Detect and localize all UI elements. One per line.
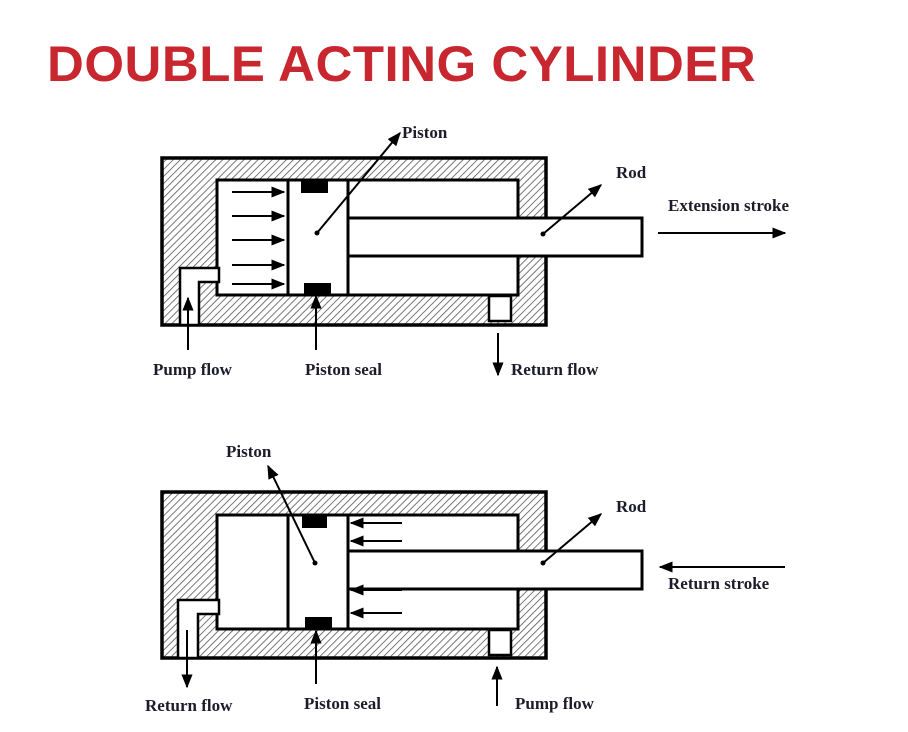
label-return-stroke: Return stroke: [668, 574, 770, 593]
piston-pointer: [267, 464, 316, 564]
return-port: [487, 294, 513, 323]
piston-seal-bottom: [304, 283, 331, 296]
rod-pointer: [542, 513, 603, 564]
pressure-arrows: [232, 186, 286, 290]
label-rod: Rod: [616, 163, 647, 182]
rod-pointer: [542, 184, 603, 235]
piston-pointer: [316, 131, 401, 234]
rod: [346, 216, 644, 258]
piston-seal-top: [302, 515, 327, 528]
return-stroke-diagram: Piston Rod Return stroke Return flow Pis…: [145, 442, 785, 715]
pump-port-channel: [178, 266, 221, 327]
return-port-channel: [176, 598, 221, 660]
label-piston-seal: Piston seal: [305, 360, 382, 379]
label-rod: Rod: [616, 497, 647, 516]
label-pump-flow: Pump flow: [153, 360, 233, 379]
label-piston: Piston: [226, 442, 272, 461]
label-piston-seal: Piston seal: [304, 694, 381, 713]
page-title: DOUBLE ACTING CYLINDER: [47, 36, 757, 92]
piston-seal-bottom: [305, 617, 332, 630]
rod: [346, 549, 644, 591]
piston: [286, 513, 350, 631]
piston-seal-top: [301, 180, 328, 193]
label-extension-stroke: Extension stroke: [668, 196, 790, 215]
piston: [286, 178, 350, 297]
pump-port: [487, 628, 513, 657]
label-return-flow: Return flow: [511, 360, 599, 379]
label-return-flow: Return flow: [145, 696, 233, 715]
label-piston: Piston: [402, 123, 448, 142]
extension-stroke-diagram: Piston Rod Extension stroke Pump flow Pi…: [153, 123, 790, 379]
pressure-arrows: [349, 517, 402, 619]
label-pump-flow: Pump flow: [515, 694, 595, 713]
